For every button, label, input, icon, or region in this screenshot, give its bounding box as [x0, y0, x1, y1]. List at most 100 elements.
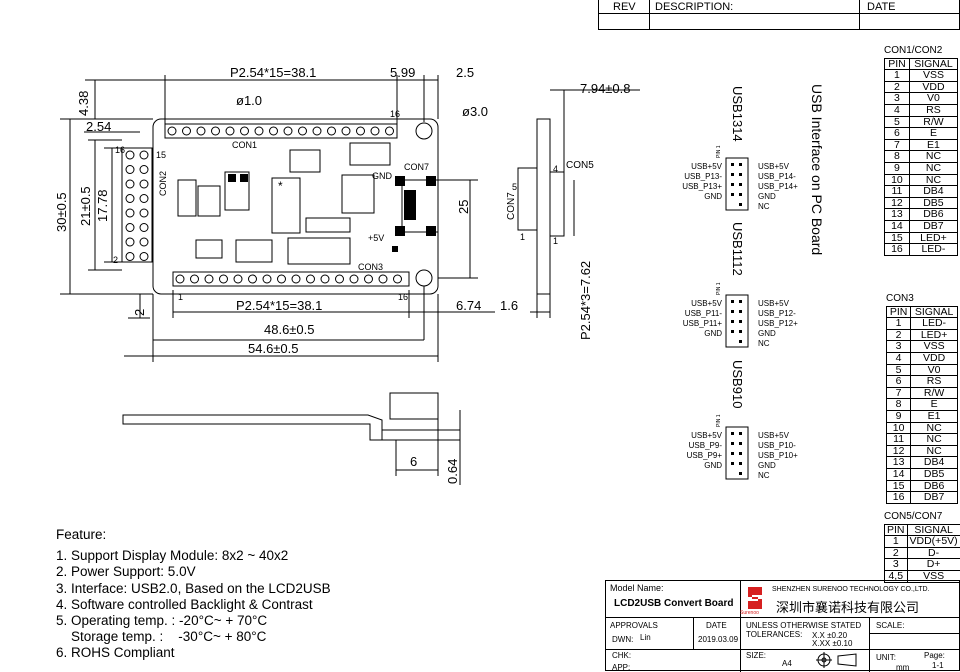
table-header-cell: PIN: [887, 306, 911, 318]
usb-pin1-marker: PIN 1: [716, 282, 722, 295]
table-cell: VSS: [909, 70, 957, 82]
header-pin: [241, 127, 249, 135]
dim-bottom-left: 2: [132, 309, 147, 316]
table-cell: 4: [887, 352, 911, 364]
table-cell: R/W: [911, 387, 958, 399]
table-cell: DB7: [911, 492, 958, 504]
feature-item: 5. Operating temp. : -20°C~ + 70°C: [56, 613, 331, 629]
header-pin: [191, 275, 199, 283]
table-cell: NC: [909, 151, 957, 163]
con3-table-caption: CON3: [886, 294, 958, 306]
label-pin1: 1: [178, 292, 183, 302]
header-pin: [176, 275, 184, 283]
usb-pin-label: USB_P11-: [685, 309, 723, 318]
scale-label: SCALE:: [876, 621, 904, 630]
header-pin: [350, 275, 358, 283]
label-side1a: 1: [520, 232, 525, 242]
header-pin: [313, 127, 321, 135]
side-view-header: [550, 172, 564, 236]
dim-pin-span: 17.78: [95, 189, 110, 222]
usb-pin1-marker: PIN 1: [716, 145, 722, 158]
con1-table-caption: CON1/CON2: [884, 46, 958, 58]
usb-pin-label: GND: [758, 329, 776, 338]
usb-header-pin: [731, 310, 734, 313]
tolerance-2: X.XX ±0.10: [812, 639, 852, 648]
header-pin: [140, 195, 148, 203]
table-cell: 11: [885, 186, 910, 198]
table-cell: LED-: [911, 318, 958, 330]
table-cell: DB7: [909, 220, 957, 232]
dim-side-plate: 1.6: [500, 298, 518, 313]
table-cell: 6: [887, 376, 911, 388]
usb-pin-label: NC: [758, 339, 770, 348]
con3-header: [173, 272, 409, 286]
table-cell: 9: [885, 162, 910, 174]
label-con3: CON3: [358, 262, 383, 272]
header-pin: [270, 127, 278, 135]
feature-item: 3. Interface: USB2.0, Based on the LCD2U…: [56, 581, 331, 597]
table-cell: 10: [885, 174, 910, 186]
table-cell: 15: [887, 480, 911, 492]
header-pin: [220, 275, 228, 283]
header-pin: [263, 275, 271, 283]
usb-header-pin: [731, 442, 734, 445]
table-header-cell: SIGNAL: [907, 524, 960, 536]
table-cell: VDD: [909, 81, 957, 93]
header-pin: [168, 127, 176, 135]
header-pin: [126, 195, 134, 203]
usb-header-pin: [731, 432, 734, 435]
header-pin: [379, 275, 387, 283]
header-pin: [126, 224, 134, 232]
label-side4: 4: [553, 164, 558, 174]
label-gnd: GND: [372, 171, 393, 181]
page-label: Page:: [924, 651, 945, 660]
header-pin: [249, 275, 257, 283]
header-pin: [284, 127, 292, 135]
label-con2-pin16: 16: [115, 145, 125, 155]
date-label: DATE: [706, 621, 727, 630]
dim-overall-width: 54.6±0.5: [248, 341, 299, 356]
usb-pin-label: USB_P9-: [689, 441, 723, 450]
usb-header-pin: [739, 193, 742, 196]
feature-item: 6. ROHS Compliant: [56, 645, 331, 661]
dwn-value: Lin: [640, 633, 651, 642]
table-cell: VDD(+5V): [907, 536, 960, 548]
dim-left-offset: 2.54: [86, 119, 111, 134]
usb-header-pin: [739, 310, 742, 313]
size-label: SIZE:: [746, 651, 766, 660]
table-cell: 5: [885, 116, 910, 128]
approvals-label: APPROVALS: [610, 621, 658, 630]
company-cn: 深圳市襄诺科技有限公司: [776, 597, 919, 616]
header-pin: [278, 275, 286, 283]
table-cell: LED-: [909, 244, 957, 256]
header-pin: [342, 127, 350, 135]
table-cell: 14: [887, 468, 911, 480]
label-con2: CON2: [158, 171, 168, 196]
table-cell: 1: [885, 536, 908, 548]
header-pin: [126, 238, 134, 246]
table-cell: 6: [885, 128, 910, 140]
feature-item: Storage temp. : -30°C~ + 80°C: [56, 629, 331, 645]
table-cell: DB4: [909, 186, 957, 198]
usb-pin-label: USB_P13+: [682, 182, 722, 191]
label-con5: CON5: [566, 160, 594, 171]
dim-right-offset: 5.99: [390, 65, 415, 80]
header-pin: [126, 151, 134, 159]
model-name: LCD2USB Convert Board: [614, 598, 733, 609]
table-cell: E: [911, 399, 958, 411]
header-pin: [197, 127, 205, 135]
label-con2-pin15: 15: [156, 150, 166, 160]
table-cell: 3: [887, 341, 911, 353]
table-cell: LED+: [909, 232, 957, 244]
header-pin: [307, 275, 315, 283]
usb-pin-label: USB_P11+: [683, 319, 723, 328]
label-con1: CON1: [232, 140, 257, 150]
table-cell: 2: [887, 329, 911, 341]
usb-pin-label: USB_P9+: [687, 451, 723, 460]
